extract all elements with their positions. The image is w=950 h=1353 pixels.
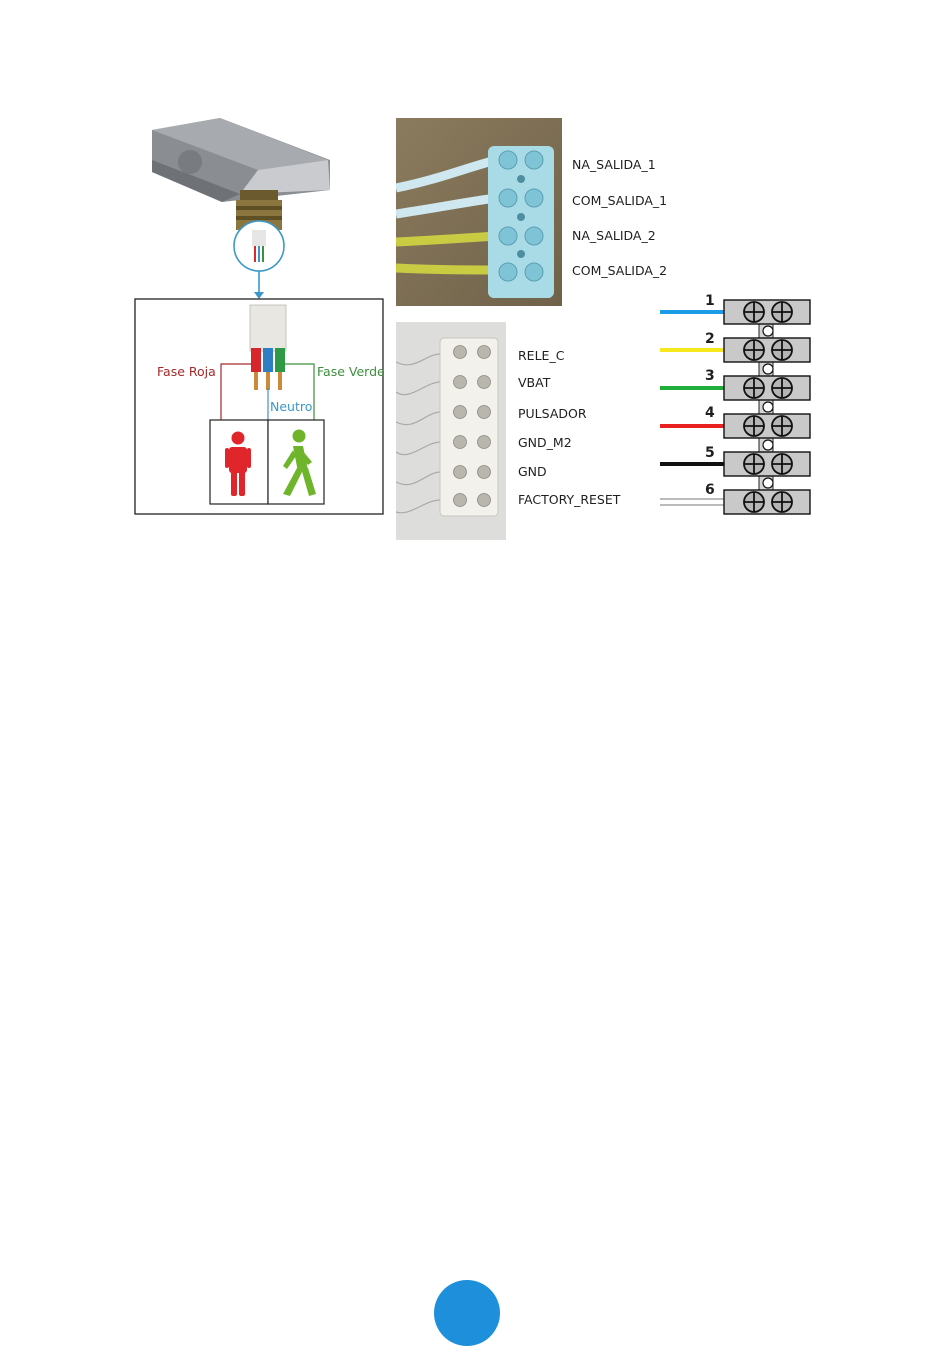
bottom-terminal-label-6: FACTORY_RESET xyxy=(518,492,620,507)
sensor-device xyxy=(152,118,330,202)
wire-number-5: 5 xyxy=(705,445,715,461)
sensor-wiring-illustration xyxy=(130,110,390,530)
wire-number-1: 1 xyxy=(705,293,715,309)
top-terminal-label-1: NA_SALIDA_1 xyxy=(572,157,656,172)
wire-number-4: 4 xyxy=(705,405,715,421)
link-node xyxy=(763,402,773,412)
wire-number-2: 2 xyxy=(705,331,715,347)
link-node xyxy=(763,440,773,450)
connector-body xyxy=(250,305,286,351)
top-terminal-label-2: COM_SALIDA_1 xyxy=(572,193,667,208)
phase-red-label: Fase Roja xyxy=(157,364,216,379)
bottom-terminal-label-3: PULSADOR xyxy=(518,406,587,421)
bottom-terminal-label-1: RELE_C xyxy=(518,348,564,363)
link-node xyxy=(763,478,773,488)
top-terminal-label-3: NA_SALIDA_2 xyxy=(572,228,656,243)
bottom-terminal-photo xyxy=(396,322,506,540)
terminal-row xyxy=(660,338,810,362)
bottom-terminal-label-4: GND_M2 xyxy=(518,435,572,450)
wire-number-6: 6 xyxy=(705,482,715,498)
neutral-label: Neutro xyxy=(270,399,312,414)
top-terminal-photo xyxy=(396,118,562,306)
terminal-row xyxy=(660,300,810,324)
phase-green-label: Fase Verde xyxy=(317,364,385,379)
arrow-down-icon xyxy=(254,292,264,299)
terminal-row xyxy=(660,414,810,438)
bottom-terminal-label-2: VBAT xyxy=(518,375,550,390)
terminal-row xyxy=(660,452,810,476)
numbered-wiring-diagram xyxy=(658,292,818,524)
bottom-terminal-label-5: GND xyxy=(518,464,547,479)
top-terminal-label-4: COM_SALIDA_2 xyxy=(572,263,667,278)
link-node xyxy=(763,326,773,336)
terminal-row xyxy=(660,490,810,514)
page-marker-circle xyxy=(434,1280,500,1346)
terminal-row xyxy=(660,376,810,400)
wire-number-3: 3 xyxy=(705,368,715,384)
link-node xyxy=(763,364,773,374)
